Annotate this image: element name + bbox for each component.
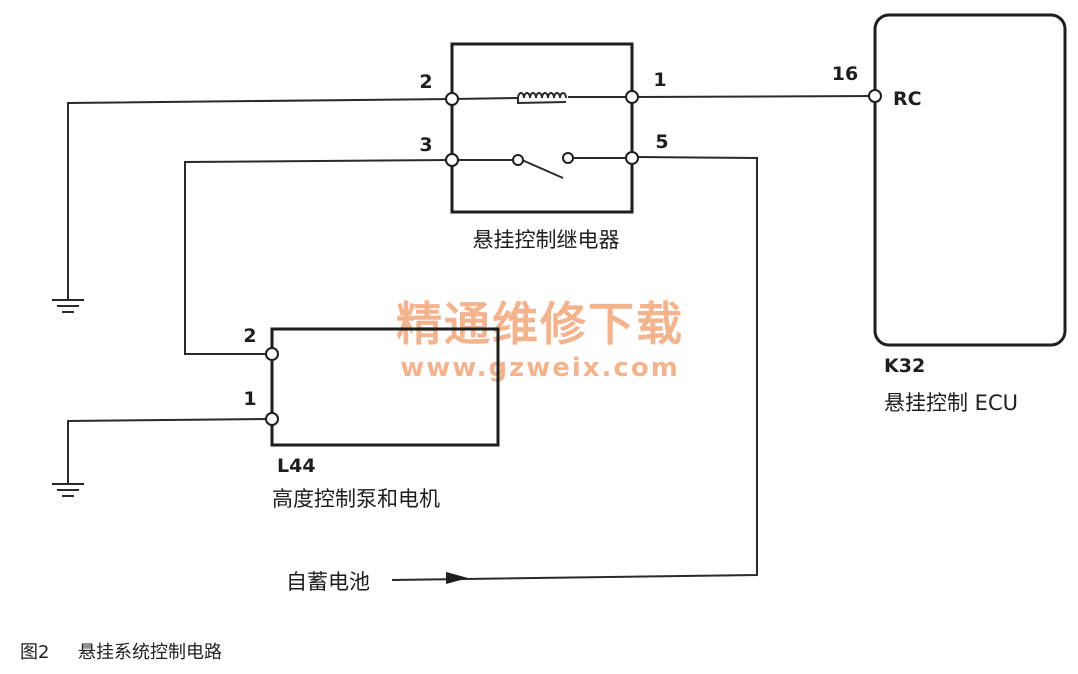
motor-pin-1-label: 1 <box>243 388 256 410</box>
motor-terminal-1 <box>265 412 279 426</box>
relay-terminal-1 <box>625 90 639 104</box>
relay-pin-5-label: 5 <box>655 131 668 153</box>
wire-relay2-ground <box>67 98 453 300</box>
wire-relay3-motor2 <box>184 159 453 355</box>
watermark-title: 精通维修下载 <box>396 297 684 351</box>
ecu-terminal-16 <box>868 89 882 103</box>
ground-icon <box>52 299 84 313</box>
arrow-icon <box>446 572 468 584</box>
relay-name: 悬挂控制继电器 <box>473 228 620 252</box>
relay-pin-1-label: 1 <box>653 69 666 91</box>
ground-icon <box>52 483 84 497</box>
relay-terminal-2 <box>445 92 459 106</box>
switch-contact-right <box>562 152 574 164</box>
motor-name: 高度控制泵和电机 <box>272 487 440 511</box>
relay-pin-3-label: 3 <box>419 134 432 156</box>
coil-lead-left <box>451 97 519 100</box>
motor-pin-2-label: 2 <box>243 325 256 347</box>
motor-code: L44 <box>277 455 316 477</box>
wire-relay1-ecu16 <box>631 95 876 98</box>
ecu-pin-number: 16 <box>832 63 858 85</box>
watermark-url: www.gzweix.com <box>400 353 680 383</box>
switch-contact-left <box>512 154 524 166</box>
ecu-box <box>873 13 1067 347</box>
battery-label: 自蓄电池 <box>286 570 370 594</box>
ecu-pin-name: RC <box>893 88 922 110</box>
coil-icon <box>517 92 567 105</box>
wire-relay5-battery <box>391 156 758 581</box>
relay-terminal-3 <box>445 153 459 167</box>
motor-box <box>270 327 500 447</box>
wire-motor1-ground <box>67 418 273 484</box>
motor-terminal-2 <box>265 347 279 361</box>
relay-terminal-5 <box>625 151 639 165</box>
figure-title: 悬挂系统控制电路 <box>78 642 222 663</box>
ecu-code: K32 <box>884 355 925 377</box>
relay-box <box>450 42 634 214</box>
relay-pin-2-label: 2 <box>419 71 432 93</box>
ecu-name: 悬挂控制 ECU <box>884 391 1018 415</box>
figure-number: 图2 <box>20 642 49 663</box>
switch-blade-icon <box>521 159 564 179</box>
